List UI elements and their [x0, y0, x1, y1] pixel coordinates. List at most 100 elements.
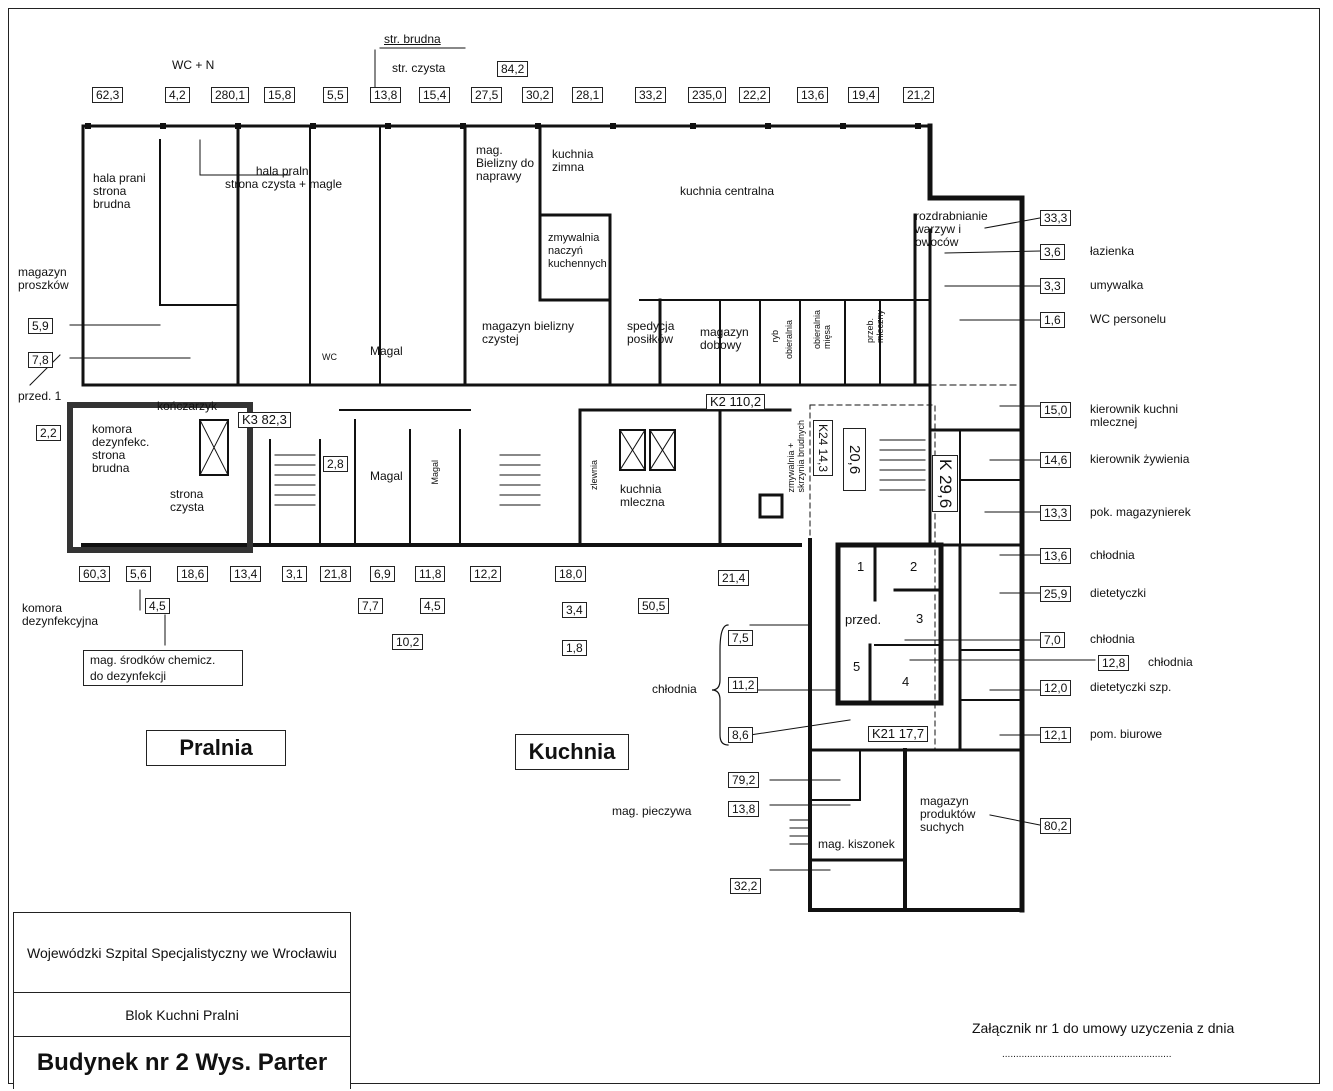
section-pralnia: Pralnia: [146, 730, 286, 766]
area-box-10-2: 10,2: [392, 634, 424, 650]
room-number-5: 5: [853, 659, 861, 674]
bottom-area-value: 3,1: [282, 566, 307, 582]
room-mag-pieczywa: mag. pieczywa: [612, 804, 692, 818]
bottom-area-value: 5,6: [126, 566, 151, 582]
legend-label: łazienka: [1090, 244, 1135, 258]
label-str-czysta: str. czysta: [392, 61, 446, 75]
legend-value: 3,6: [1040, 244, 1065, 260]
room-kuchnia-mleczna: kuchnia mleczna: [620, 482, 665, 509]
legend-value: 80,2: [1040, 818, 1072, 834]
legend-label: WC personelu: [1090, 312, 1167, 326]
legend-label: chłodnia: [1148, 655, 1193, 669]
room-mag-bielizny: mag. Bielizny do naprawy: [476, 143, 535, 183]
legend-label: dietetyczki szp.: [1090, 680, 1172, 694]
room-number-1: 1: [857, 559, 865, 574]
area-box-2-8: 2,8: [323, 456, 348, 472]
legend-label: chłodnia: [1090, 632, 1135, 646]
room-wc: WC: [322, 352, 337, 362]
area-box-2-2: 2,2: [36, 425, 61, 441]
area-box-k29: K 29,6: [932, 455, 958, 513]
room-magazyn-proszkow: magazyn proszków: [18, 265, 69, 292]
top-area-value: 15,4: [419, 87, 451, 103]
legend-label: kierownik żywienia: [1090, 452, 1190, 466]
bottom-area-value: 12,2: [470, 566, 502, 582]
area-box-8-6: 8,6: [728, 727, 753, 743]
area-box-k21: K21 17,7: [868, 726, 929, 742]
legend-value: 3,3: [1040, 278, 1065, 294]
legend-value: 12,1: [1040, 727, 1072, 743]
vlabel-zmywalnia-wozkow: zmywalnia + skrzynia brudnych: [786, 420, 806, 493]
room-przed-1: przed. 1: [18, 389, 62, 403]
bottom-area-value: 13,4: [230, 566, 262, 582]
title-building: Budynek nr 2 Wys. Parter: [36, 1049, 328, 1076]
room-przed: przed.: [845, 612, 882, 627]
area-box-7-8: 7,8: [28, 352, 53, 368]
area-box-13-8: 13,8: [728, 801, 760, 817]
label-wc-n: WC + N: [172, 58, 215, 72]
area-box-k3: K3 82,3: [238, 412, 291, 428]
area-box-20-6: 20,6: [843, 428, 866, 491]
legend-value: 14,6: [1040, 452, 1072, 468]
bottom-area-value: 18,0: [555, 566, 587, 582]
area-box-50-5: 50,5: [638, 598, 670, 614]
title-block-name: Blok Kuchni Pralni: [14, 993, 350, 1037]
top-area-value: 30,2: [522, 87, 554, 103]
vlabel-obieralnia-miesa: obieralnia mięsa: [812, 310, 832, 350]
area-box-k2: K2 110,2: [706, 394, 766, 410]
area-box-7-5: 7,5: [728, 630, 753, 646]
legend-value: 13,3: [1040, 505, 1072, 521]
bottom-area-value: 18,6: [177, 566, 209, 582]
annex-text: Załącznik nr 1 do umowy uzyczenia z dnia: [972, 1020, 1235, 1036]
legend-label: umywalka: [1090, 278, 1144, 292]
top-area-value: 27,5: [471, 87, 503, 103]
title-block: Wojewódzki Szpital Specjalistyczny we Wr…: [13, 912, 351, 1089]
room-zmywalnia: zmywalnia naczyń kuchennych: [548, 232, 607, 270]
legend-label: pok. magazynierek: [1090, 505, 1191, 519]
top-area-value: 33,2: [635, 87, 667, 103]
legend-value: 12,8: [1098, 655, 1130, 671]
room-number-3: 3: [916, 611, 924, 626]
legend-value: 25,9: [1040, 586, 1072, 602]
section-kuchnia: Kuchnia: [515, 734, 629, 770]
area-box-79-2: 79,2: [728, 772, 760, 788]
top-area-value: 280,1: [211, 87, 250, 103]
top-area-value: 13,6: [797, 87, 829, 103]
legend-value: 33,3: [1040, 210, 1072, 226]
room-magal-lower: Magal: [370, 469, 403, 483]
room-komora-brudna: komora dezynfekc. strona brudna: [92, 422, 150, 475]
top-area-value: 4,2: [165, 87, 190, 103]
top-area-value: 28,1: [572, 87, 604, 103]
vlabel-przeb-mleczna: przeb. mleczny: [865, 310, 885, 344]
vlabel-magal: Magal: [430, 460, 440, 485]
area-box-3-4: 3,4: [562, 602, 587, 618]
area-box-4-5a: 4,5: [145, 598, 170, 614]
legend-value: 15,0: [1040, 402, 1072, 418]
room-kuchnia-centralna: kuchnia centralna: [680, 184, 775, 198]
label-str-brudna: str. brudna: [384, 32, 441, 46]
room-komora-dez: komora dezynfekcyjna: [22, 601, 99, 628]
room-magazyn-produktow: magazyn produktów suchych: [920, 794, 976, 834]
legend-value: 12,0: [1040, 680, 1072, 696]
legend-label: pom. biurowe: [1090, 727, 1163, 741]
room-number-2: 2: [910, 559, 918, 574]
vlabel-zlewnia: zlewnia: [589, 460, 599, 491]
bottom-area-value: 6,9: [370, 566, 395, 582]
room-mag-kiszonek: mag. kiszonek: [818, 837, 895, 851]
legend-value: 7,0: [1040, 632, 1065, 648]
room-rozdrabnianie: rozdrabnianie warzyw i owoców: [915, 209, 988, 249]
room-hala-pralni-czysta: hala pralni strona czysta + magle: [225, 164, 343, 191]
area-box-k24: K24 14,3: [813, 420, 833, 477]
legend-label: chłodnia: [1090, 548, 1135, 562]
room-chlodnia-group: chłodnia: [652, 682, 697, 696]
top-area-value: 15,8: [264, 87, 296, 103]
room-mag-srodkow: mag. środków chemicz. do dezynfekcji: [83, 650, 243, 686]
room-konfarzyk: kończarzyk: [157, 399, 218, 413]
top-area-value: 13,8: [370, 87, 402, 103]
area-box-32-2: 32,2: [730, 878, 762, 894]
bottom-area-value: 60,3: [79, 566, 111, 582]
room-spedycja: spedycja posiłków: [627, 319, 675, 346]
vlabel-ryb: ryb: [770, 330, 780, 343]
legend-value: 1,6: [1040, 312, 1065, 328]
vlabel-obieralnia: obieralnia: [784, 320, 794, 360]
room-number-4: 4: [902, 674, 910, 689]
